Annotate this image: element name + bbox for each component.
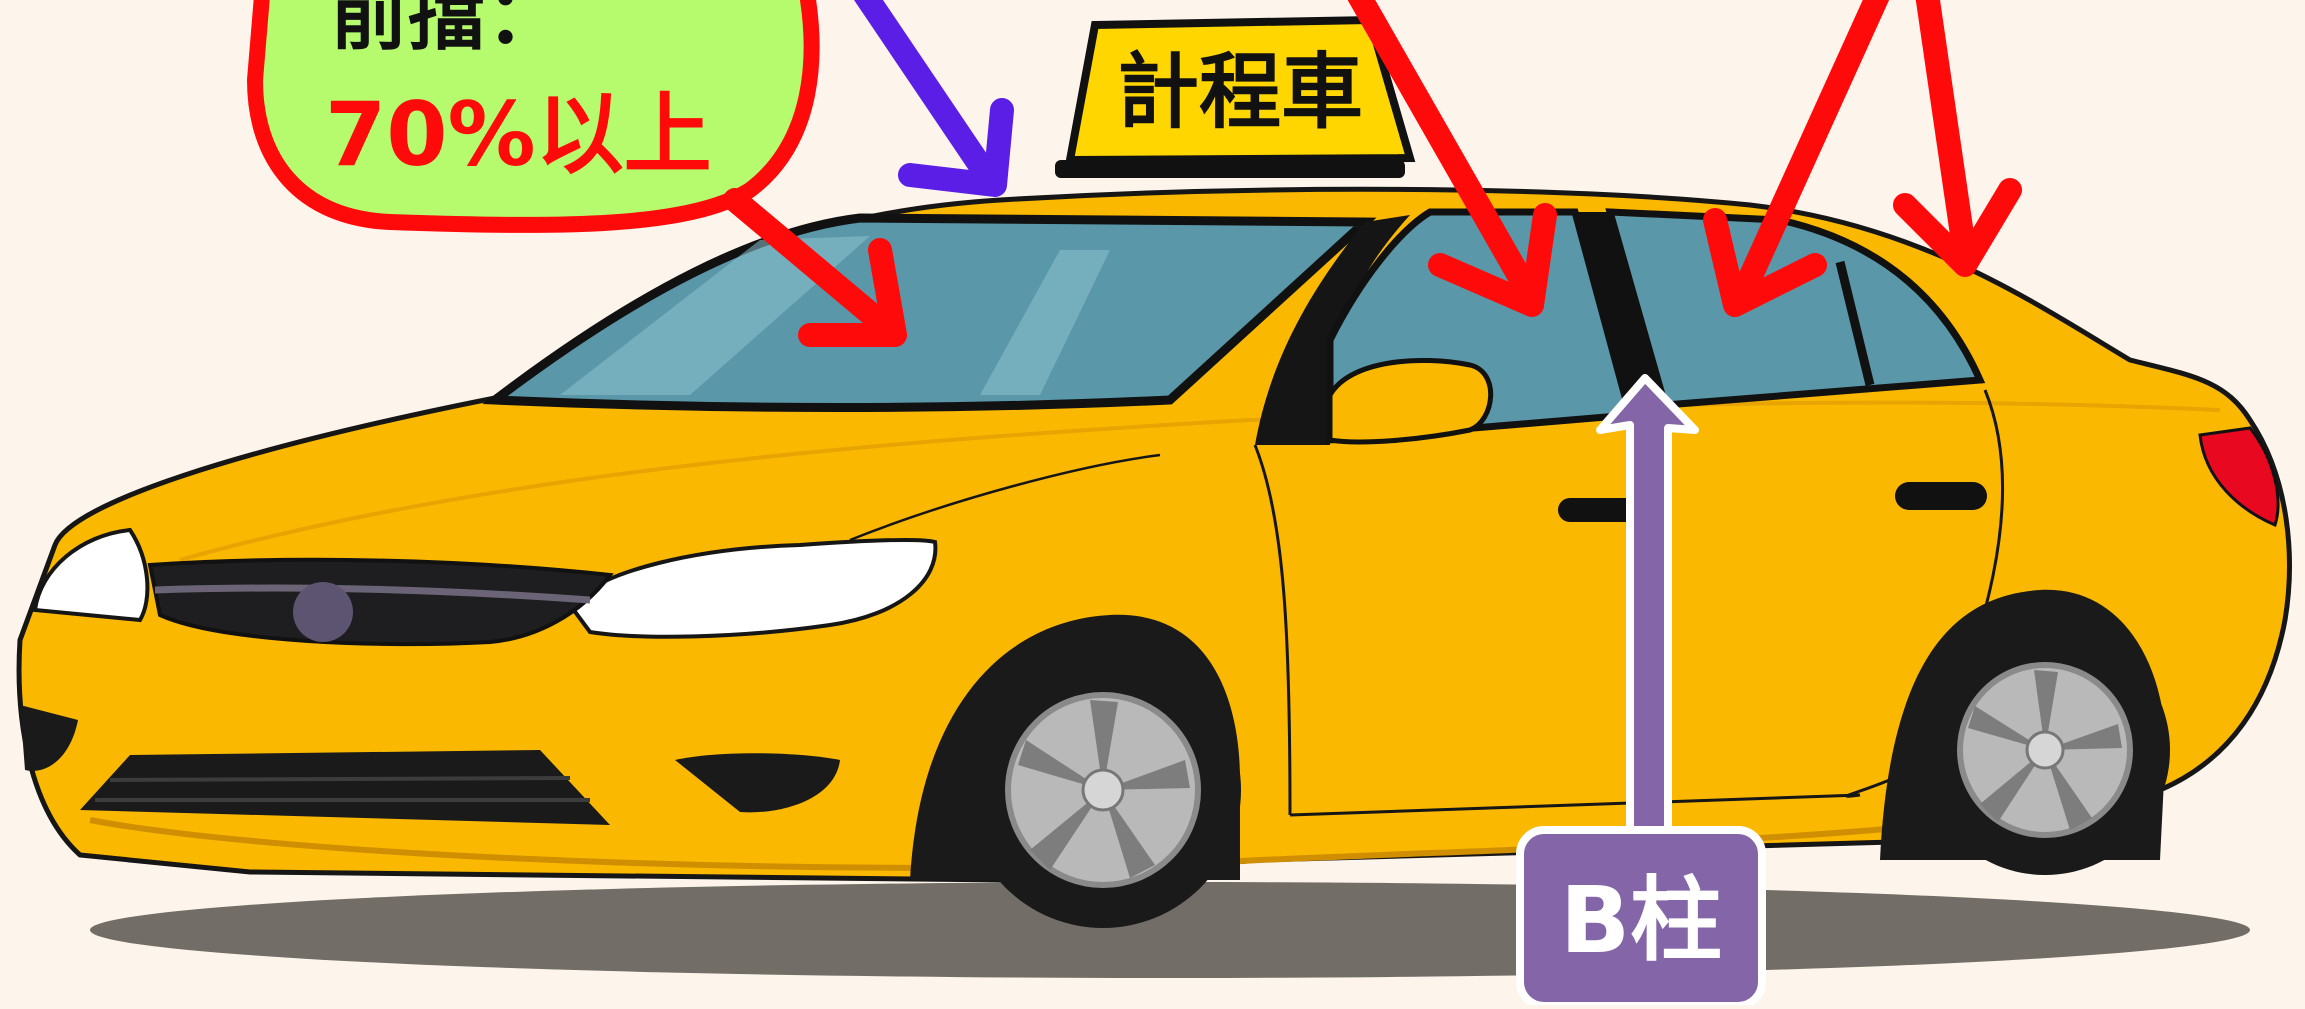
front-tint-callout: 前擋： 70%以上 — [247, 0, 820, 233]
left-headlight — [32, 527, 150, 623]
red-arrow-rear-side-window — [1703, 0, 1890, 317]
b-pillar-label: B柱 — [1516, 826, 1766, 1009]
beltline — [179, 400, 2221, 562]
tail-light — [2198, 426, 2280, 528]
rear-door-handle — [1895, 482, 1987, 510]
windshield-glare-2 — [980, 250, 1110, 395]
right-headlight — [567, 537, 938, 639]
windshield-glare-1 — [560, 236, 870, 395]
b-pillar-label-text: B柱 — [1560, 867, 1722, 974]
rear-wheel — [1880, 589, 2170, 875]
taxi-car: 計程車 — [16, 15, 2292, 928]
side-mirror — [1327, 357, 1494, 445]
lower-intake — [80, 750, 610, 825]
red-arrow-windshield — [723, 188, 907, 347]
b-pillar — [1575, 212, 1665, 415]
grille-bar — [154, 584, 591, 604]
front-grille — [147, 557, 614, 647]
rear-side-window — [1605, 208, 1986, 409]
roof-sign-text: 計程車 — [1117, 45, 1363, 140]
callout-line-1: 前擋： — [330, 0, 564, 61]
b-pillar-arrow — [1596, 374, 1699, 844]
blue-arrow — [854, 0, 1014, 197]
hood-crease — [849, 453, 1161, 542]
c-pillar — [1835, 260, 1875, 387]
red-arrow-rear-window — [1893, 0, 2022, 277]
left-fog-light — [20, 705, 78, 771]
intake-slat-1 — [109, 776, 571, 782]
door-bottom-line — [1289, 793, 1861, 817]
front-door-seam — [1253, 444, 1292, 816]
right-fog-light — [675, 753, 840, 813]
grille-emblem — [293, 582, 353, 642]
callout-line-2: 70%以上 — [325, 83, 712, 186]
front-door-handle — [1558, 498, 1638, 522]
red-arrow-front-side-window — [1347, 0, 1557, 317]
front-wheel — [910, 614, 1241, 928]
taxi-roof-sign: 計程車 — [1055, 15, 1416, 178]
